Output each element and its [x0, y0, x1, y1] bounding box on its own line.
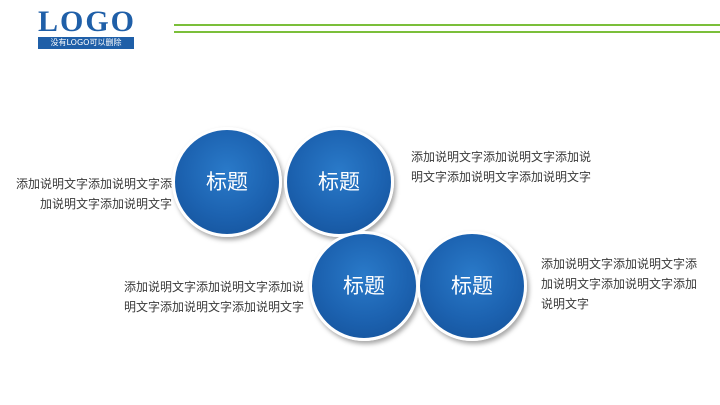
logo: LOGO 没有LOGO可以删除 [38, 5, 137, 49]
header-divider-bottom [174, 31, 720, 33]
description-2: 添加说明文字添加说明文字添加说明文字添加说明文字添加说明文字 [411, 150, 592, 184]
logo-subtitle: 没有LOGO可以删除 [38, 37, 134, 49]
title-circle-3[interactable]: 标题 [309, 231, 419, 341]
logo-title: LOGO [38, 5, 137, 38]
title-circle-3-label: 标题 [343, 273, 385, 298]
description-3: 添加说明文字添加说明文字添加说明文字添加说明文字添加说明文字 [123, 280, 304, 314]
title-circle-2[interactable]: 标题 [284, 127, 394, 237]
title-circle-1[interactable]: 标题 [172, 127, 282, 237]
title-circle-1-label: 标题 [206, 169, 248, 194]
header-divider-top [174, 24, 720, 26]
description-4: 添加说明文字添加说明文字添加说明文字添加说明文字添加说明文字 [541, 257, 698, 311]
title-circle-4[interactable]: 标题 [417, 231, 527, 341]
title-circle-4-label: 标题 [451, 273, 493, 298]
title-circle-2-label: 标题 [318, 169, 360, 194]
description-1: 添加说明文字添加说明文字添加说明文字添加说明文字 [16, 177, 173, 211]
